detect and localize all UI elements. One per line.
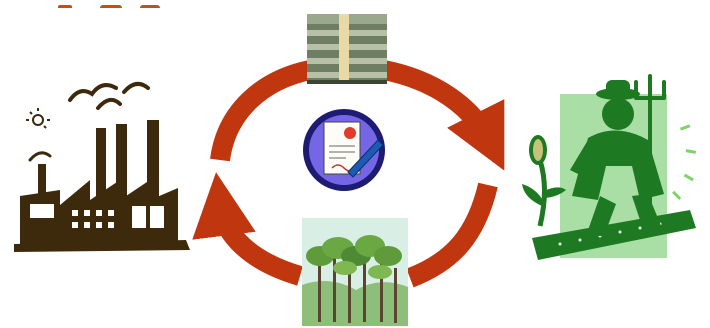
arrow-top-left — [210, 60, 313, 162]
factory-icon — [14, 81, 190, 252]
money-stack-icon — [307, 14, 387, 84]
arrow-bottom-left — [192, 172, 303, 286]
cropped-title-text-fragment — [0, 0, 710, 8]
arrow-top-right — [381, 60, 505, 171]
cycle-arrows — [192, 60, 505, 288]
contract-signing-icon — [303, 109, 385, 191]
arrow-bottom-right — [406, 182, 498, 288]
farmer-icon — [522, 74, 697, 260]
forest-icon — [302, 218, 408, 326]
